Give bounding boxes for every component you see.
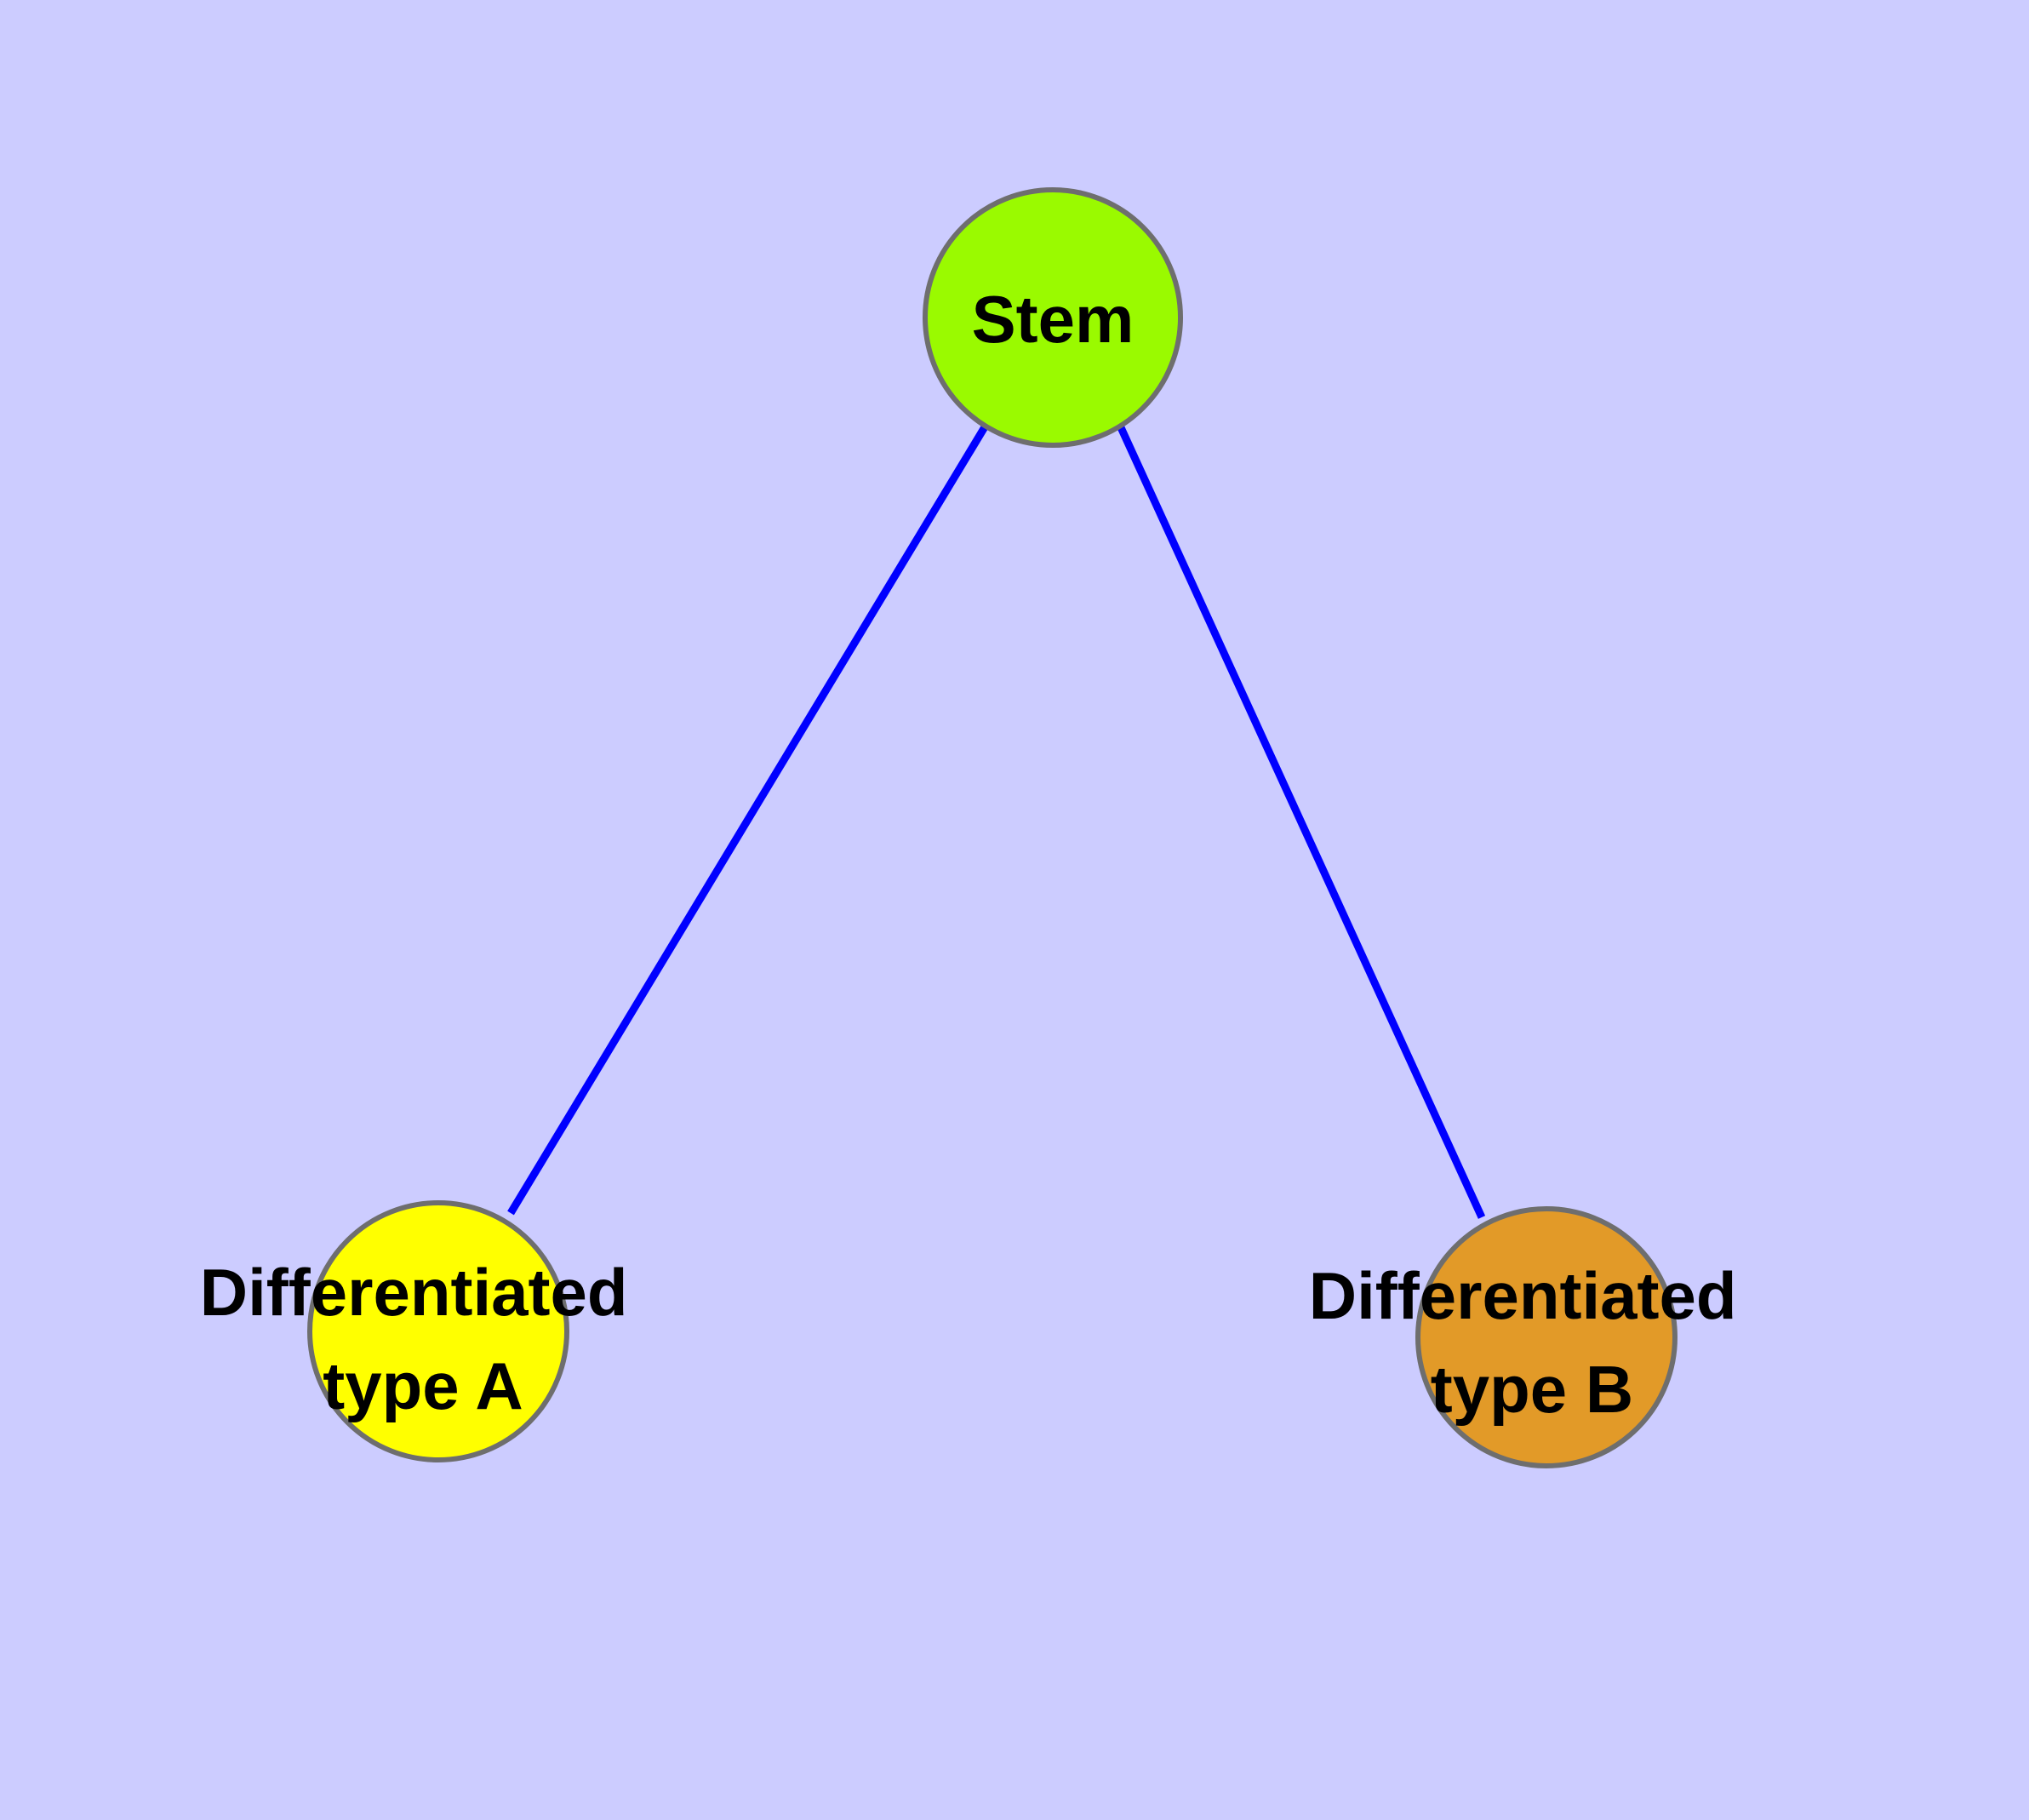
node-label-stem-line1: Stem bbox=[972, 282, 1135, 357]
node-label-diff-b-line2: type B bbox=[1431, 1352, 1633, 1427]
node-stem[interactable] bbox=[923, 187, 1183, 448]
node-label-differentiated-type-b: Differentiated type B bbox=[1309, 1258, 1755, 1427]
node-label-stem: Stem bbox=[972, 282, 1135, 357]
node-label-diff-b-line1: Differentiated bbox=[1309, 1258, 1737, 1333]
nodes-group bbox=[307, 187, 1677, 1468]
labels-group: Stem Differentiated type A Differentiate… bbox=[200, 282, 1755, 1427]
node-label-diff-a-line1: Differentiated bbox=[200, 1255, 628, 1330]
edge-stem-to-differentiated-type-a[interactable] bbox=[507, 423, 989, 1216]
node-differentiated-type-b[interactable] bbox=[1415, 1206, 1677, 1468]
edges-group bbox=[507, 423, 1486, 1219]
node-label-diff-a-line2: type A bbox=[323, 1348, 523, 1423]
edge-stem-to-differentiated-type-b[interactable] bbox=[1116, 424, 1486, 1219]
node-differentiated-type-a[interactable] bbox=[307, 1200, 569, 1462]
node-label-differentiated-type-a: Differentiated type A bbox=[200, 1255, 646, 1423]
